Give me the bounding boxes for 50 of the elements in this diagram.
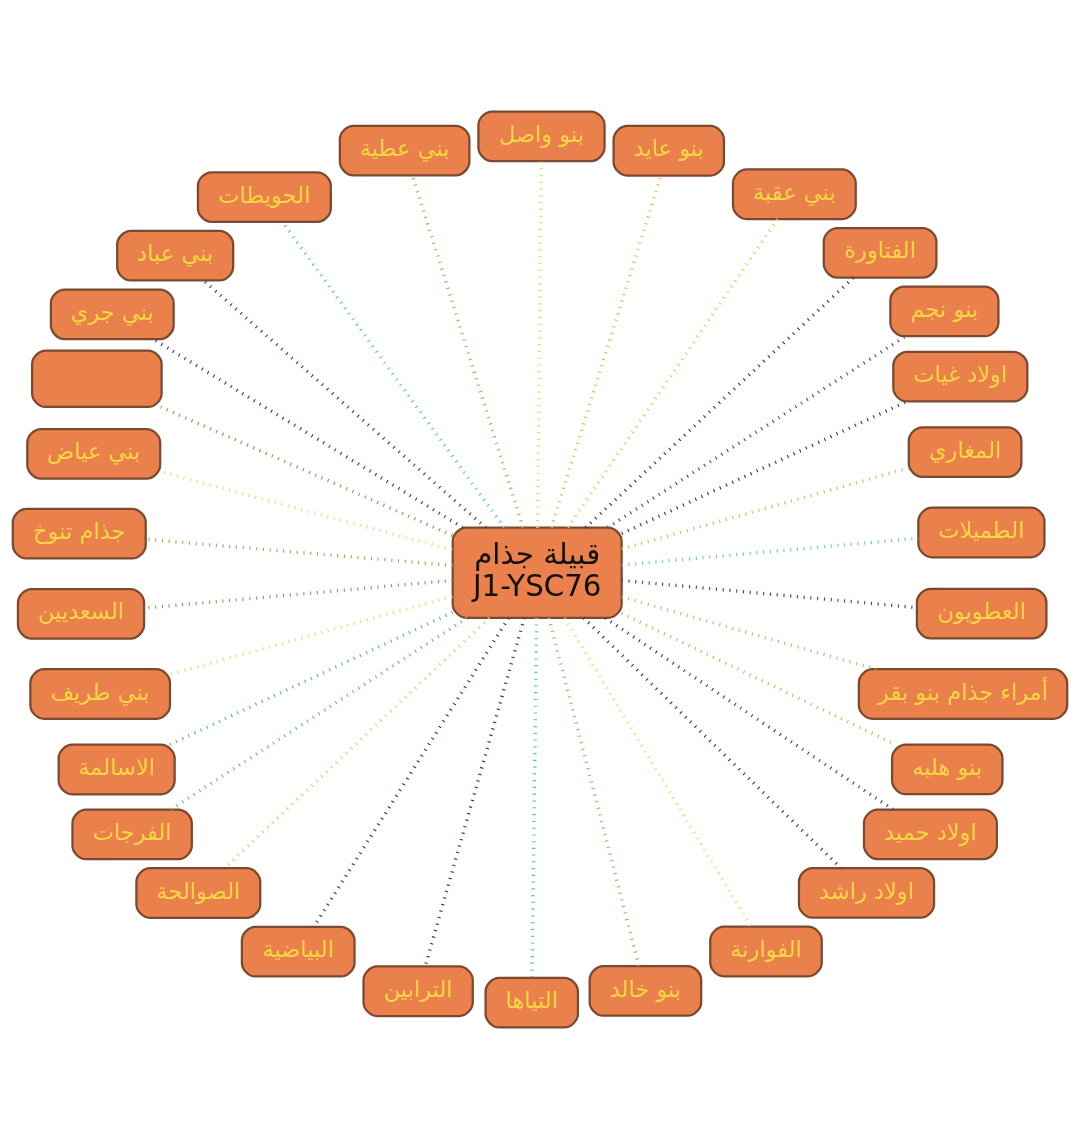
node-box: الحويطات (196, 170, 332, 223)
connector (566, 217, 779, 528)
node-box: اولاد غيات (892, 350, 1029, 403)
node-box: أمراء جذام بنو بقر (857, 667, 1069, 720)
connector (202, 279, 487, 529)
node-box: بنو خالد (588, 964, 703, 1017)
connector (621, 594, 877, 671)
connector (169, 594, 453, 676)
node-box: بني جري (49, 287, 175, 340)
node-box: بني طريف (29, 667, 172, 720)
connector (312, 616, 510, 928)
connector (621, 465, 910, 551)
connector (169, 616, 468, 811)
node-box (30, 349, 163, 408)
node-box: الاسالمة (57, 743, 176, 795)
node-box: بنو نجم (889, 285, 1000, 337)
node-box: جذام تنوخ (11, 507, 147, 560)
node-box: بني عقبة (731, 167, 857, 220)
node-box: الفرجات (71, 808, 193, 860)
node-box: التياها (484, 976, 580, 1029)
connector (152, 337, 464, 529)
node-box: المغاري (907, 425, 1023, 478)
connector (423, 616, 526, 967)
node-box: الطميلات (917, 506, 1046, 558)
node-box: بنو عايد (612, 124, 726, 177)
node-box: اولاد حميد (862, 807, 998, 860)
connector (160, 404, 453, 537)
connector (169, 610, 454, 746)
connector (530, 617, 539, 978)
node-box: بنو واصل (477, 109, 606, 162)
node-box: بني عطية (338, 124, 471, 176)
connector (535, 160, 543, 528)
connector (584, 276, 855, 529)
node-box: اولاد راشد (797, 866, 936, 919)
node-box: البياضية (240, 925, 356, 978)
node-box: بني عياض (26, 427, 162, 480)
connector (145, 537, 453, 567)
connector (606, 334, 907, 529)
node-box: السعديين (16, 587, 146, 640)
node-box: الفتاورة (822, 226, 938, 279)
connector (604, 616, 894, 811)
node-box: بني عباد (116, 229, 235, 282)
node-box: بنو هلبه (890, 743, 1004, 795)
connector (547, 616, 641, 966)
node-box: الترابين (362, 964, 474, 1017)
connector (621, 399, 908, 535)
node-box: الصوالحة (135, 866, 262, 919)
connector (563, 616, 753, 928)
node-box: الفوارنة (709, 925, 823, 977)
node-box: العطويون (915, 587, 1048, 639)
